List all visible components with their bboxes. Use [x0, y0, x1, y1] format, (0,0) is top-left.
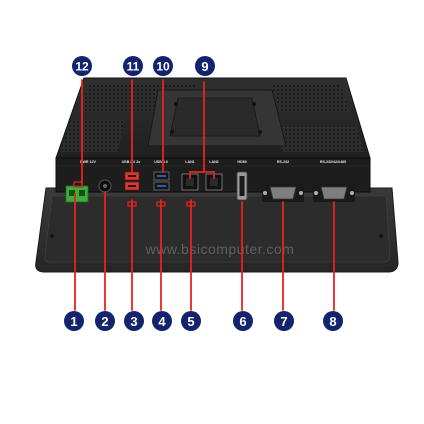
callout-lines	[74, 79, 335, 311]
badge-6: 6	[233, 311, 253, 331]
label-usb-right: USB 3.0	[154, 160, 168, 164]
usb-3-ports	[153, 171, 170, 191]
label-hdmi: HDMI	[237, 160, 246, 164]
bezel-screws	[50, 234, 383, 238]
svg-text:7: 7	[280, 314, 287, 329]
badge-4: 4	[152, 311, 172, 331]
label-lan1: LAN1	[185, 160, 194, 164]
label-com1: RS-232	[277, 160, 289, 164]
lan-ports	[181, 173, 223, 191]
badge-9: 9	[195, 56, 215, 76]
power-terminal-block	[65, 185, 89, 203]
svg-text:6: 6	[239, 314, 246, 329]
com2-db9-port	[313, 184, 355, 202]
svg-text:11: 11	[127, 60, 140, 74]
badge-11: 11	[123, 56, 143, 76]
callout-markers	[73, 181, 196, 207]
svg-text:4: 4	[158, 314, 166, 329]
label-usb-left: USB 2.0 2x	[122, 160, 141, 164]
badge-8: 8	[323, 311, 343, 331]
watermark: www.bsicomputer.com	[145, 241, 295, 257]
label-lan2: LAN2	[209, 160, 218, 164]
svg-text:8: 8	[329, 314, 336, 329]
svg-text:2: 2	[101, 314, 108, 329]
badge-1: 1	[64, 311, 84, 331]
svg-text:5: 5	[187, 314, 194, 329]
label-power: PWR 12V	[80, 160, 96, 164]
badge-2: 2	[95, 311, 115, 331]
svg-text:3: 3	[130, 314, 137, 329]
svg-text:1: 1	[70, 314, 77, 329]
badge-12: 12	[72, 56, 92, 76]
svg-text:12: 12	[75, 60, 89, 74]
com1-db9-port	[262, 184, 304, 202]
hdmi-port	[236, 171, 248, 201]
svg-text:9: 9	[201, 59, 208, 74]
badge-10: 10	[153, 56, 173, 76]
badge-3: 3	[124, 311, 144, 331]
badge-7: 7	[274, 311, 294, 331]
dc-power-jack	[98, 179, 112, 193]
label-com2: RS-232/422/485	[320, 160, 346, 164]
svg-text:10: 10	[156, 60, 170, 74]
badge-5: 5	[181, 311, 201, 331]
